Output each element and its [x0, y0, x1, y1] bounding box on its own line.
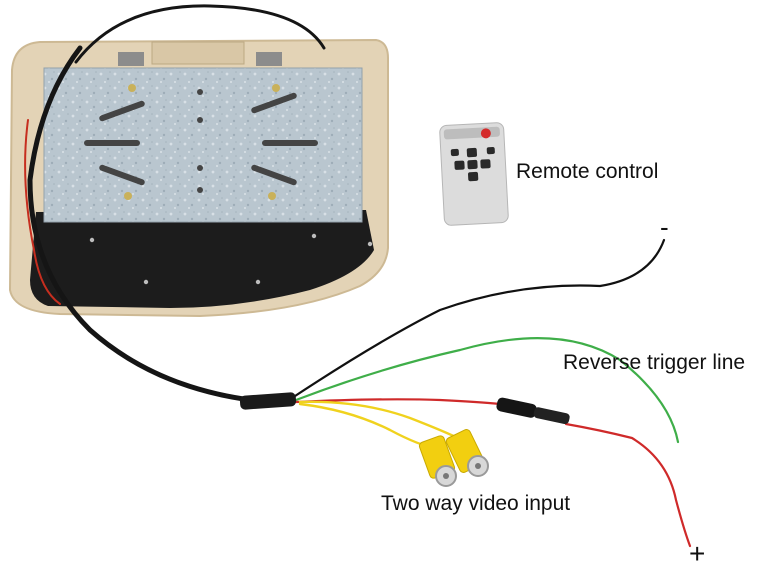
rca-connector-1 — [418, 435, 457, 487]
bracket-right — [256, 52, 282, 66]
plate-slots — [84, 89, 318, 193]
top-cable — [74, 4, 326, 64]
label-reverse-trigger-line: Reverse trigger line — [563, 351, 746, 374]
fuse-holder — [496, 397, 570, 425]
wire-red — [294, 398, 502, 406]
wire-yellow-1 — [298, 402, 438, 450]
harness-red-wire — [24, 119, 61, 305]
label-negative-terminal: - — [660, 212, 669, 242]
remote-control — [439, 122, 509, 226]
back-panel — [30, 210, 374, 308]
panel-screws — [89, 233, 373, 285]
remote-power-button — [480, 128, 491, 139]
bracket-left — [118, 52, 144, 66]
wire-yellow-2 — [298, 400, 464, 442]
wire-red-positive — [564, 422, 692, 548]
label-two-way-video-input: Two way video input — [381, 492, 571, 515]
wire-green — [294, 337, 680, 444]
main-cable — [27, 45, 271, 405]
remote-dpad — [450, 146, 495, 182]
label-remote-control: Remote control — [516, 160, 659, 183]
wire-black — [290, 238, 666, 400]
screws — [124, 84, 280, 200]
cables — [24, 4, 692, 548]
cable-sleeve — [239, 392, 297, 410]
monitor-unit — [8, 38, 389, 318]
hinge-block — [151, 41, 245, 65]
rca-connector-2 — [445, 429, 489, 477]
label-positive-terminal: + — [689, 538, 706, 569]
